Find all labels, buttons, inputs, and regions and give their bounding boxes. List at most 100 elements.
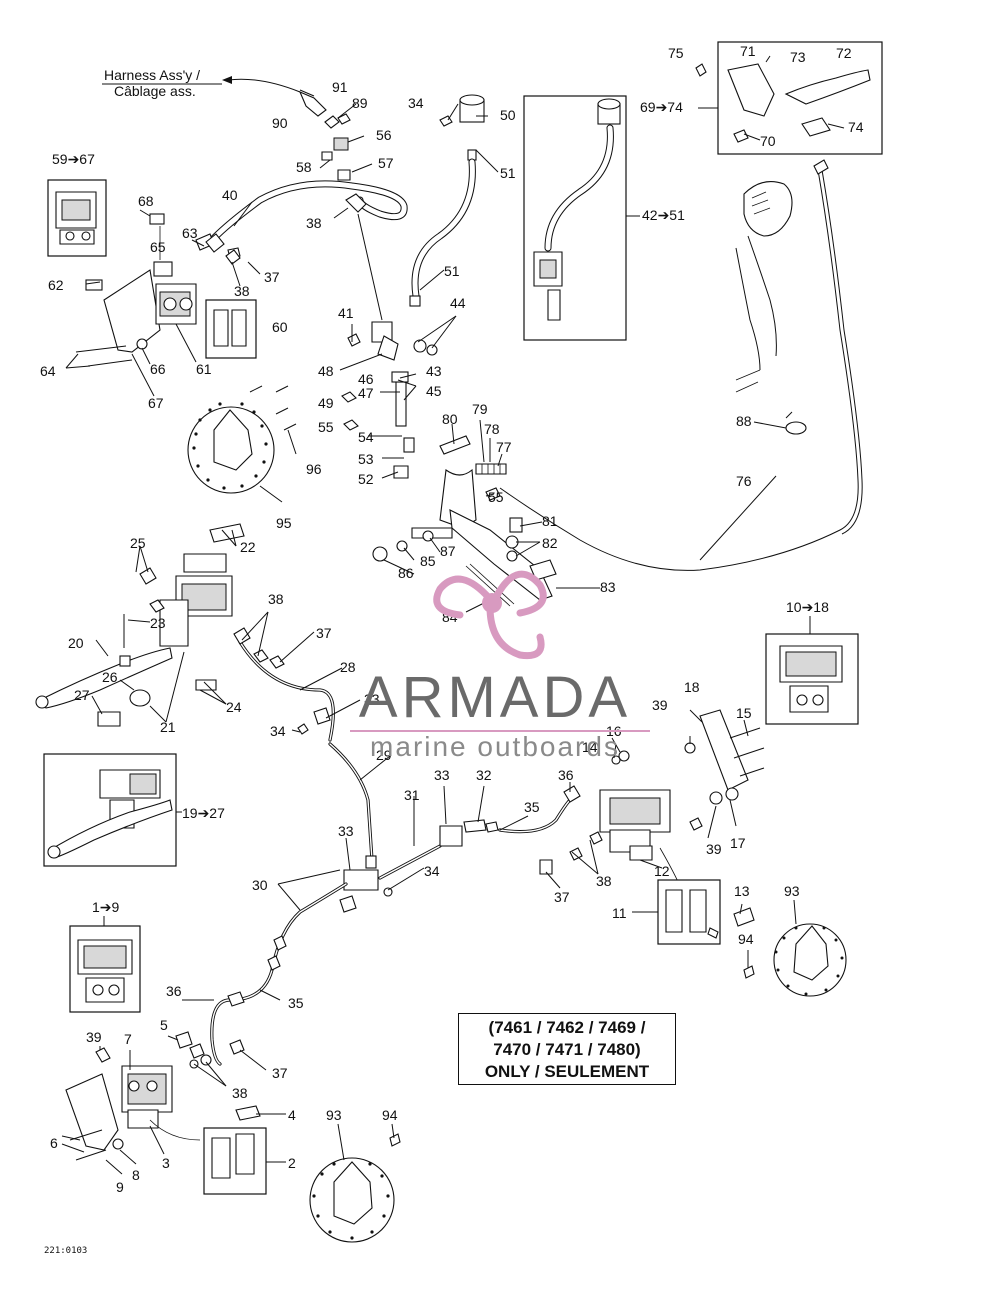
callout-33-bottom: 33 [338,823,354,839]
callout-24: 24 [226,699,242,715]
inset-hand-lever-69-74 [717,41,883,155]
throttle-handle-and-cable-76 [499,159,863,571]
callout-36-right: 36 [558,767,574,783]
callout-52: 52 [358,471,374,487]
callout-61: 61 [196,361,212,377]
callout-47: 47 [358,385,374,401]
callout-39-right: 39 [652,697,668,713]
callout-50: 50 [500,107,516,123]
callout-94-left: 94 [382,1107,398,1123]
callout-71: 71 [740,43,756,59]
callout-34-mid: 34 [270,723,286,739]
callout-88: 88 [736,413,752,429]
brake-line-28 [233,627,335,742]
callout-43: 43 [426,363,442,379]
models-line2: 7470 / 7471 / 7480) [493,1040,641,1059]
callout-4: 4 [288,1107,296,1123]
callout-74: 74 [848,119,864,135]
callout-27: 27 [74,687,90,703]
callout-46: 46 [358,371,374,387]
callout-38-left: 38 [234,283,250,299]
callout-25: 25 [130,535,146,551]
callout-79: 79 [472,401,488,417]
screw-75 [695,63,707,77]
callout-62: 62 [48,277,64,293]
callout-41: 41 [338,305,354,321]
left-master-cylinder [35,523,245,727]
callout-64: 64 [40,363,56,379]
callout-94-right: 94 [738,931,754,947]
callout-17: 17 [730,835,746,851]
callout-95: 95 [276,515,292,531]
callout-2: 2 [288,1155,296,1171]
rear-left-brake-disc-93 [309,1133,401,1243]
callout-38-left-low: 38 [232,1085,248,1101]
brake-pads-11 [657,879,721,945]
callout-87: 87 [440,543,456,559]
harness-connector [298,90,351,181]
callout-96: 96 [306,461,322,477]
watermark-rule [350,730,650,732]
inset-caliper-10-18 [765,633,859,725]
callout-49: 49 [318,395,334,411]
drawing-code: 221:0103 [44,1246,88,1256]
callout-66: 66 [150,361,166,377]
callout-83: 83 [600,579,616,595]
callout-54: 54 [358,429,374,445]
harness-note-line1: Harness Ass'y / [104,67,200,83]
callout-26: 26 [102,669,118,685]
callout-57: 57 [378,155,394,171]
models-applicability-note: (7461 / 7462 / 7469 / 7470 / 7471 / 7480… [458,1013,676,1085]
callout-6: 6 [50,1135,58,1151]
callout-37-mid: 37 [316,625,332,641]
callout-13: 13 [734,883,750,899]
callout-20: 20 [68,635,84,651]
callout-11: 11 [612,905,627,921]
callout-31: 31 [404,787,420,803]
callout-81: 81 [542,513,558,529]
inset-master-cylinder-42-51 [523,95,627,341]
callout-7: 7 [124,1031,132,1047]
callout-30: 30 [252,877,268,893]
callout-91: 91 [332,79,348,95]
callout-28: 28 [340,659,356,675]
callout-77: 77 [496,439,512,455]
range-69-74: 69➔74 [640,99,683,115]
range-19-27: 19➔27 [182,805,225,821]
callout-21: 21 [160,719,176,735]
callout-75: 75 [668,45,684,61]
callout-73: 73 [790,49,806,65]
models-line3: ONLY / SEULEMENT [484,1062,650,1081]
callout-51-top: 51 [500,165,516,181]
callout-37-left: 37 [272,1065,288,1081]
front-left-caliper-assembly [75,213,257,367]
callout-37-top: 37 [264,269,280,285]
callout-9: 9 [116,1179,124,1195]
callout-39-left: 39 [86,1029,102,1045]
watermark-subtitle: marine outboards [370,731,620,762]
right-brake-disc-93 [733,907,847,997]
rear-right-caliper-assembly [539,709,765,919]
callout-93-right: 93 [784,883,800,899]
range-1-9: 1➔9 [92,899,120,915]
brake-pads-2 [203,1127,267,1195]
callout-3: 3 [162,1155,170,1171]
callout-45: 45 [426,383,442,399]
harness-note: Harness Ass'y / Câblage ass. [102,67,301,99]
inset-caliper-59-67 [47,179,107,257]
callout-38-mid: 38 [268,591,284,607]
callout-65: 65 [150,239,166,255]
hydraulic-junction-column [341,193,438,479]
callout-76: 76 [736,473,752,489]
armada-logo-icon [433,570,547,660]
callout-33-top: 33 [364,691,380,707]
models-line1: (7461 / 7462 / 7469 / [488,1018,646,1037]
callout-85: 85 [420,553,436,569]
callout-89: 89 [352,95,368,111]
callout-39-right-low: 39 [706,841,722,857]
callout-63: 63 [182,225,198,241]
callout-40: 40 [222,187,238,203]
leader-lines [61,89,845,1175]
tee-fitting-33 [210,785,581,1066]
